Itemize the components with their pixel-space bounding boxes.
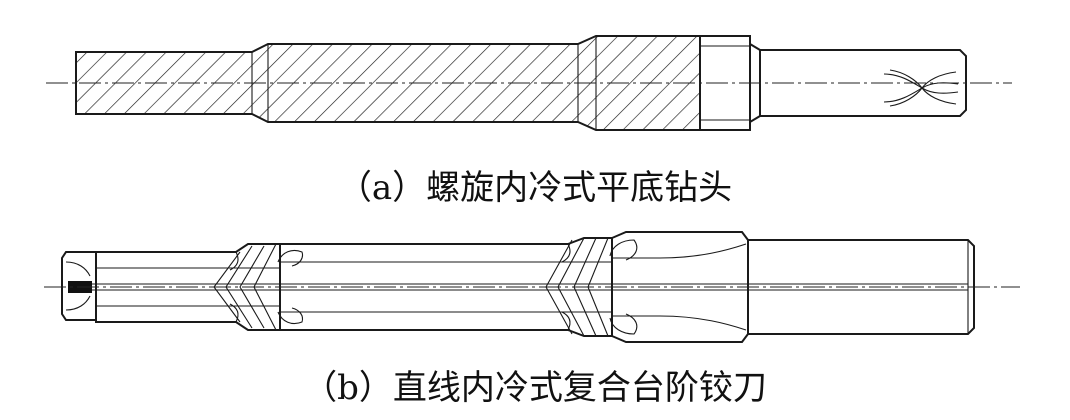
reamer-drawing [44, 231, 1020, 343]
caption-b: （b）直线内冷式复合台阶铰刀 [303, 368, 767, 408]
spiral-drill-drawing [46, 35, 1012, 131]
drill-shank [759, 49, 967, 117]
caption-a: （a）螺旋内冷式平底钻头 [337, 168, 733, 208]
